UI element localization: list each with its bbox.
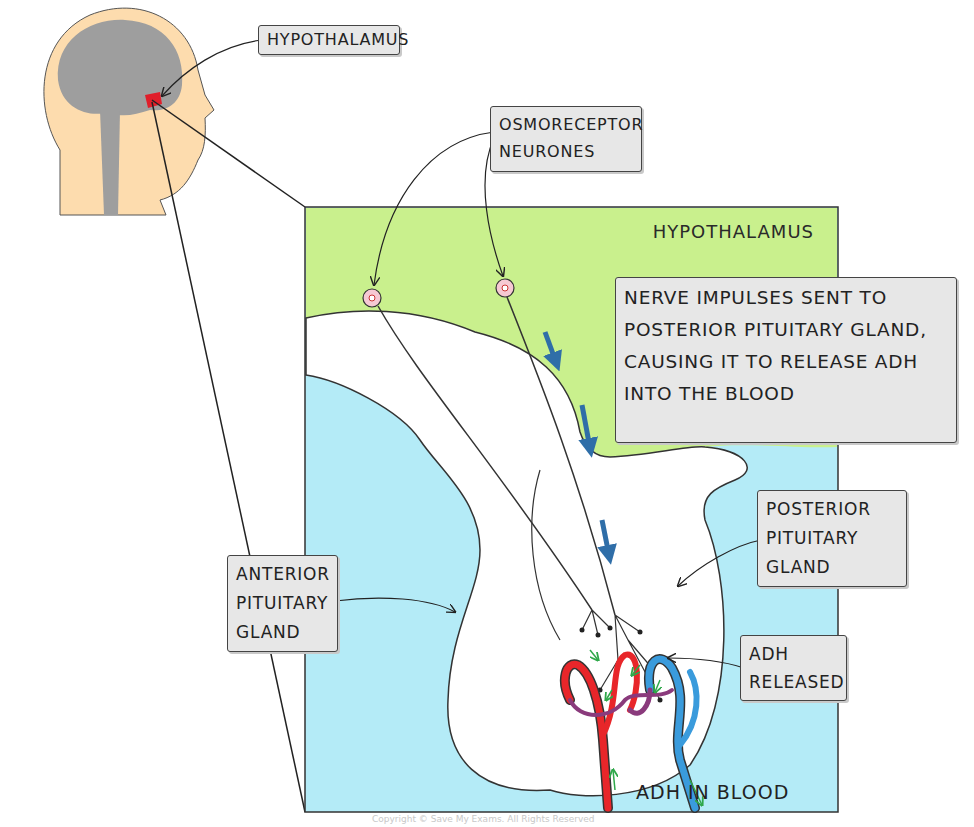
spinal-cord [100, 110, 120, 215]
label-box: ADH RELEASED [740, 635, 847, 701]
label-text: ANTERIOR PITUITARY GLAND [236, 560, 329, 647]
lobe-division [532, 470, 560, 640]
label-box: POSTERIOR PITUITARY GLAND [757, 490, 907, 587]
region-label: HYPOTHALAMUS [653, 221, 814, 243]
label-text: POSTERIOR PITUITARY GLAND [766, 495, 898, 582]
label-text: NERVE IMPULSES SENT TO POSTERIOR PITUITA… [624, 282, 948, 410]
vessel-label: ADH IN BLOOD [636, 781, 789, 803]
zoom-line [152, 100, 305, 207]
label-text: OSMORECEPTOR NEURONES [499, 111, 633, 165]
label-box: OSMORECEPTOR NEURONES [490, 106, 642, 172]
brain-shape [58, 20, 182, 115]
label-box: ANTERIOR PITUITARY GLAND [227, 555, 338, 652]
terminal-dots [580, 626, 663, 703]
label-box: HYPOTHALAMUS [258, 25, 400, 55]
hypothalamus-spot [145, 92, 162, 108]
zoom-line [152, 102, 305, 812]
axon-terminals [582, 610, 660, 700]
label-text: ADH RELEASED [749, 640, 838, 696]
head-silhouette [44, 8, 214, 215]
watermark: Copyright © Save My Exams. All Rights Re… [372, 814, 594, 824]
label-text: HYPOTHALAMUS [267, 30, 391, 50]
note-box: NERVE IMPULSES SENT TO POSTERIOR PITUITA… [615, 277, 957, 443]
